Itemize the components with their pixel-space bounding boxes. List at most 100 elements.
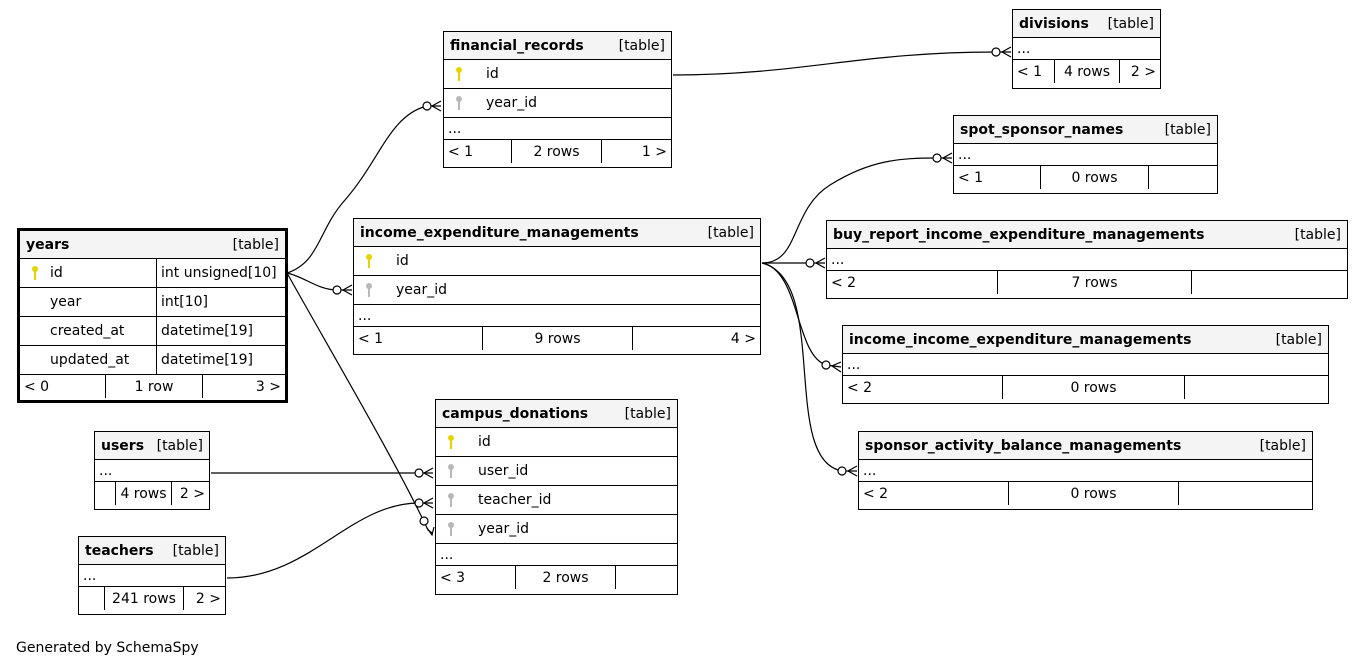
parents-link[interactable] — [79, 587, 105, 610]
foreign-key-icon — [436, 463, 466, 479]
table-name: income_income_expenditure_managements — [849, 331, 1192, 348]
table-tag: [table] — [1107, 15, 1154, 32]
table-name: divisions — [1019, 15, 1089, 32]
parents-link[interactable]: < 2 — [843, 376, 1003, 399]
edge-financial_records-divisions — [672, 51, 1011, 76]
table-spot_sponsor_names[interactable]: spot_sponsor_names [table] ... < 1 0 row… — [953, 115, 1218, 194]
table-income_expenditure_managements[interactable]: income_expenditure_managements [table] i… — [353, 218, 761, 355]
row-count: 0 rows — [1003, 376, 1185, 399]
more-columns: ... — [1013, 38, 1160, 60]
foreign-key-icon — [436, 492, 466, 508]
parents-link[interactable]: < 1 — [444, 140, 512, 163]
children-link[interactable]: 2 > — [1130, 63, 1156, 80]
children-link[interactable] — [616, 566, 677, 589]
row-count: 0 rows — [1009, 482, 1179, 505]
table-name: users — [101, 437, 145, 454]
table-footer: < 3 2 rows — [436, 566, 677, 589]
children-link[interactable]: 2 > — [195, 590, 221, 607]
foreign-key-icon — [436, 521, 466, 537]
parents-link[interactable] — [95, 482, 116, 505]
column-row: year_id — [354, 276, 760, 305]
more-columns: ... — [843, 354, 1328, 376]
optional-marker — [414, 468, 424, 478]
table-name: spot_sponsor_names — [960, 121, 1124, 138]
table-campus_donations[interactable]: campus_donations [table] id user_id teac… — [435, 399, 678, 595]
table-footer: 241 rows 2 > — [79, 587, 225, 610]
crowfoot-marker — [430, 100, 442, 112]
more-columns: ... — [95, 460, 209, 482]
edge-income-sponsor_activity — [761, 262, 857, 472]
table-header: divisions [table] — [1013, 10, 1160, 38]
parents-link[interactable]: < 2 — [859, 482, 1009, 505]
crowfoot-marker — [422, 467, 434, 479]
parents-link[interactable]: < 2 — [827, 271, 998, 294]
table-name: income_expenditure_managements — [360, 224, 639, 241]
column-name: user_id — [478, 463, 529, 479]
children-link[interactable] — [1149, 166, 1217, 189]
column-row: year_id — [444, 89, 671, 118]
column-row: id — [354, 247, 760, 276]
optional-marker — [805, 258, 815, 268]
primary-key-icon — [20, 265, 50, 281]
children-link[interactable]: 1 > — [641, 143, 667, 160]
parents-link[interactable]: < 1 — [954, 166, 1041, 189]
optional-marker — [422, 101, 432, 111]
column-name: year_id — [478, 521, 530, 537]
table-tag: [table] — [1259, 437, 1306, 454]
children-link[interactable]: 2 > — [179, 485, 205, 502]
table-name: buy_report_income_expenditure_management… — [833, 226, 1205, 243]
edge-years-income_expenditure — [286, 272, 352, 291]
table-name: teachers — [85, 542, 154, 559]
table-header: spot_sponsor_names [table] — [954, 116, 1217, 144]
children-link[interactable] — [1179, 482, 1312, 505]
parents-link[interactable]: < 1 — [354, 327, 483, 350]
column-row: id — [436, 428, 677, 457]
column-name: created_at — [50, 323, 125, 339]
table-footer: < 2 0 rows — [843, 376, 1328, 399]
table-years[interactable]: years [table] id int unsigned[10] year i… — [17, 228, 288, 403]
table-header: buy_report_income_expenditure_management… — [827, 221, 1347, 249]
children-link[interactable]: 4 > — [730, 330, 756, 347]
optional-marker — [821, 360, 831, 370]
table-header: income_expenditure_managements [table] — [354, 219, 760, 247]
more-columns: ... — [859, 460, 1312, 482]
table-financial_records[interactable]: financial_records [table] id year_id ...… — [443, 31, 672, 168]
children-link[interactable]: 3 > — [255, 378, 281, 395]
children-link[interactable] — [1192, 271, 1347, 294]
table-footer: < 1 4 rows 2 > — [1013, 60, 1160, 83]
parents-link[interactable]: < 1 — [1013, 60, 1055, 83]
row-count: 4 rows — [116, 482, 172, 505]
column-type: int unsigned[10] — [161, 265, 277, 281]
column-row: user_id — [436, 457, 677, 486]
edge-teachers-campus_donations — [226, 502, 433, 579]
optional-marker — [414, 498, 424, 508]
table-income_income_expenditure_managements[interactable]: income_income_expenditure_managements [t… — [842, 325, 1329, 404]
table-tag: [table] — [618, 37, 665, 54]
table-teachers[interactable]: teachers [table] ... 241 rows 2 > — [78, 536, 226, 615]
table-users[interactable]: users [table] ... 4 rows 2 > — [94, 431, 210, 510]
table-tag: [table] — [707, 224, 754, 241]
column-type: datetime[19] — [161, 323, 253, 339]
table-divisions[interactable]: divisions [table] ... < 1 4 rows 2 > — [1012, 9, 1161, 89]
crowfoot-marker — [422, 497, 434, 509]
column-row: created_at datetime[19] — [20, 317, 285, 346]
parents-link[interactable]: < 3 — [436, 566, 516, 589]
children-link[interactable] — [1185, 376, 1328, 399]
table-sponsor_activity_balance_managements[interactable]: sponsor_activity_balance_managements [ta… — [858, 431, 1313, 510]
crowfoot-marker — [814, 257, 826, 269]
primary-key-icon — [354, 253, 384, 269]
column-row: updated_at datetime[19] — [20, 346, 285, 375]
more-columns: ... — [436, 544, 677, 566]
edge-years-campus_donations — [286, 272, 433, 534]
edge-years-financial_records — [286, 105, 441, 274]
table-buy_report_income_expenditure_managements[interactable]: buy_report_income_expenditure_management… — [826, 220, 1348, 299]
parents-link[interactable]: < 0 — [20, 375, 106, 398]
row-count: 2 rows — [516, 566, 616, 589]
table-footer: < 0 1 row 3 > — [20, 375, 285, 398]
primary-key-icon — [444, 66, 474, 82]
row-count: 1 row — [106, 375, 203, 398]
table-footer: < 2 0 rows — [859, 482, 1312, 505]
optional-marker — [419, 516, 429, 526]
optional-marker — [991, 47, 1001, 57]
foreign-key-icon — [354, 282, 384, 298]
